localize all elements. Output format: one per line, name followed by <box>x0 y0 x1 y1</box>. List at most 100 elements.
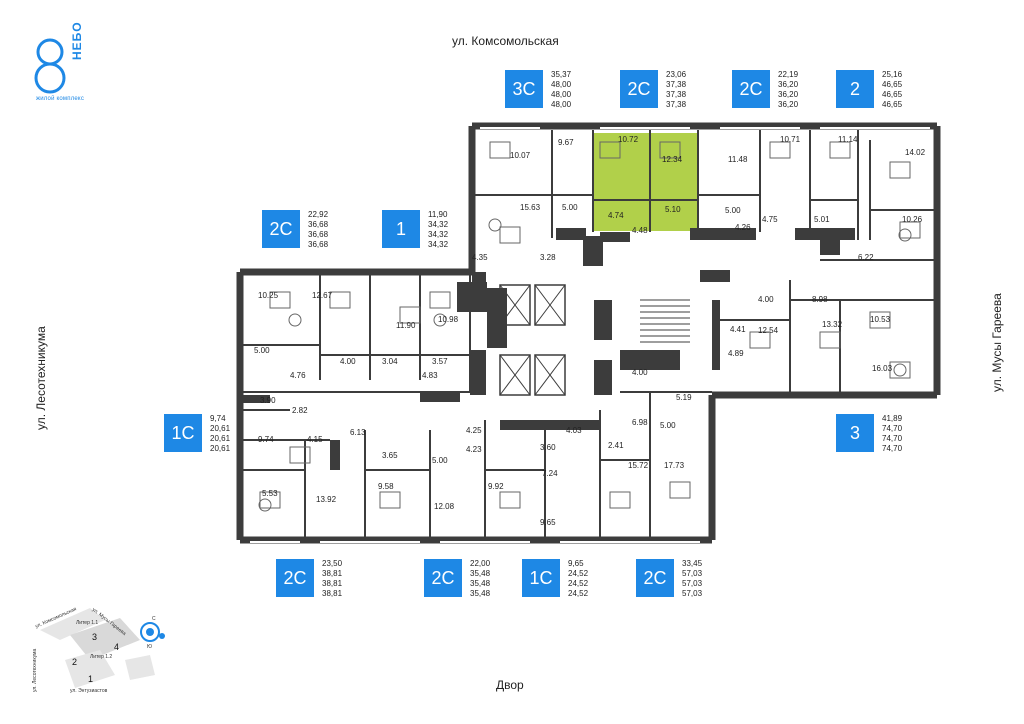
minimap-building-2: Литер 1.2 <box>90 654 112 660</box>
minimap-street-4: ул. Энтузиастов <box>70 688 108 694</box>
apartment-area-value: 34,32 <box>428 230 449 239</box>
street-top: ул. Комсомольская <box>452 34 559 48</box>
room-area-label: 4.26 <box>735 223 751 232</box>
room-area-label: 4.75 <box>762 215 778 224</box>
room-area-label: 3.57 <box>432 357 448 366</box>
apartment-area-value: 36,20 <box>778 90 799 99</box>
logo-8-icon <box>34 38 66 94</box>
room-area-label: 11.90 <box>396 321 416 330</box>
room-area-label: 6.98 <box>632 418 648 427</box>
room-area-label: 5.00 <box>254 346 270 355</box>
room-area-label: 5.19 <box>676 393 692 402</box>
minimap-street-3: ул. Лесотехникума <box>32 649 38 692</box>
room-area-label: 4.83 <box>422 371 438 380</box>
plan-walls <box>236 122 941 544</box>
apartment-area-value: 25,16 <box>882 70 903 79</box>
room-area-label: 10.07 <box>510 151 531 160</box>
room-area-label: 10.53 <box>870 315 891 324</box>
room-area-label: 5.00 <box>660 421 676 430</box>
apartment-area-value: 57,03 <box>682 589 703 598</box>
apartment-type-badge[interactable]: 3 <box>836 414 874 452</box>
room-area-label: 9.92 <box>488 482 504 491</box>
apartment-area-value: 38,81 <box>322 579 343 588</box>
apartment-type-badge[interactable]: 2С <box>636 559 674 597</box>
apartment-type-badge[interactable]: 2С <box>732 70 770 108</box>
minimap-section-3[interactable]: 3 <box>92 632 97 642</box>
apartment-type-badge[interactable]: 2С <box>620 70 658 108</box>
room-area-label: 4.74 <box>608 211 624 220</box>
minimap-block <box>65 650 115 688</box>
room-area-label: 10.25 <box>258 291 279 300</box>
room-area-label: 13.92 <box>316 495 337 504</box>
apartment-type-badge[interactable]: 2С <box>276 559 314 597</box>
room-area-label: 3.60 <box>540 443 556 452</box>
room-area-label: 12.34 <box>662 155 683 164</box>
apartment-area-value: 37,38 <box>666 90 687 99</box>
apartment-area-value: 35,48 <box>470 569 491 578</box>
room-area-label: 12.67 <box>312 291 333 300</box>
room-area-label: 16.03 <box>872 364 893 373</box>
room-area-label: 5.00 <box>562 203 578 212</box>
apartment-area-value: 36,68 <box>308 240 329 249</box>
room-area-label: 3.28 <box>540 253 556 262</box>
apartment-area-value: 22,92 <box>308 210 329 219</box>
room-area-label: 13.32 <box>822 320 843 329</box>
room-area-label: 2.41 <box>608 441 624 450</box>
apartment-area-value: 24,52 <box>568 579 589 588</box>
site-minimap[interactable]: ул. Комсомольская ул. Мусы Гареева ул. Л… <box>30 600 190 695</box>
apartment-area-value: 46,65 <box>882 100 903 109</box>
apartment-type-badge[interactable]: 1С <box>522 559 560 597</box>
room-area-label: 4.23 <box>466 445 482 454</box>
street-bottom: Двор <box>496 678 524 692</box>
room-area-label: 3.65 <box>382 451 398 460</box>
room-area-label: 15.72 <box>628 461 649 470</box>
apartment-area-value: 36,20 <box>778 100 799 109</box>
room-area-label: 12.54 <box>758 326 779 335</box>
minimap-block <box>125 655 155 680</box>
minimap-block <box>40 608 105 640</box>
room-area-label: 4.15 <box>307 435 323 444</box>
room-area-label: 3.04 <box>382 357 398 366</box>
room-area-label: 9.74 <box>258 435 274 444</box>
apartment-area-value: 9,74 <box>210 414 226 423</box>
apartment-area-value: 57,03 <box>682 569 703 578</box>
room-area-label: 4.35 <box>472 253 488 262</box>
minimap-section-2[interactable]: 2 <box>72 657 77 667</box>
apartment-area-value: 24,52 <box>568 589 589 598</box>
apartment-area-value: 74,70 <box>882 434 903 443</box>
apartment-type-badge[interactable]: 1С <box>164 414 202 452</box>
room-area-label: 4.41 <box>730 325 746 334</box>
compass-icon: С Ю <box>140 616 165 650</box>
room-area-label: 5.01 <box>814 215 830 224</box>
minimap-section-1[interactable]: 1 <box>88 674 93 684</box>
apartment-type-badge[interactable]: 1 <box>382 210 420 248</box>
room-area-label: 8.98 <box>812 295 828 304</box>
apartment-area-value: 23,50 <box>322 559 343 568</box>
apartment-area-value: 36,68 <box>308 220 329 229</box>
apartment-area-value: 22,00 <box>470 559 491 568</box>
room-area-label: 4.03 <box>566 426 582 435</box>
apartment-type-badge[interactable]: 3С <box>505 70 543 108</box>
minimap-block <box>70 618 140 660</box>
room-area-label: 7.24 <box>542 469 558 478</box>
apartment-area-value: 36,68 <box>308 230 329 239</box>
room-area-label: 4.48 <box>632 226 648 235</box>
room-area-label: 15.63 <box>520 203 541 212</box>
room-area-label: 11.48 <box>728 155 748 164</box>
apartment-type-badge[interactable]: 2 <box>836 70 874 108</box>
minimap-section-4[interactable]: 4 <box>114 642 119 652</box>
room-area-label: 4.25 <box>466 426 482 435</box>
apartment-area-value: 23,06 <box>666 70 687 79</box>
room-area-label: 6.13 <box>350 428 366 437</box>
apartment-type-badge[interactable]: 2С <box>262 210 300 248</box>
apartment-type-badge[interactable]: 2С <box>424 559 462 597</box>
